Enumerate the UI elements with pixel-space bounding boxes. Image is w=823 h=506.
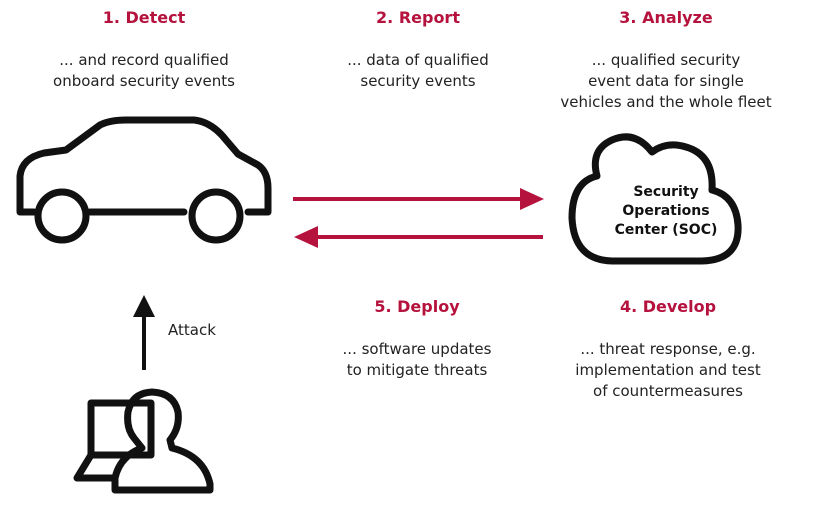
car-icon: [16, 116, 272, 244]
step-develop-title: 4. Develop: [619, 297, 717, 316]
hacker-laptop-icon: [73, 388, 214, 494]
deploy-arrow: [294, 226, 543, 248]
attack-label: Attack: [168, 321, 216, 339]
cloud-icon: [568, 133, 742, 265]
attack-arrow: [133, 295, 155, 370]
step-deploy-title: 5. Deploy: [374, 297, 460, 316]
step-report-description: ... data of qualified security events: [347, 51, 489, 90]
step-analyze-title: 3. Analyze: [619, 8, 713, 27]
step-detect-title: 1. Detect: [102, 8, 186, 27]
step-deploy-description: ... software updates to mitigate threats: [342, 340, 492, 379]
soc-label: Security Operations Center (SOC): [614, 184, 718, 238]
step-develop-description: ... threat response, e.g. implementation…: [575, 340, 761, 400]
step-report-title: 2. Report: [376, 8, 460, 27]
step-detect-description: ... and record qualified onboard securit…: [53, 51, 235, 90]
step-analyze-description: ... qualified security event data for si…: [560, 51, 772, 111]
report-arrow: [293, 188, 544, 210]
